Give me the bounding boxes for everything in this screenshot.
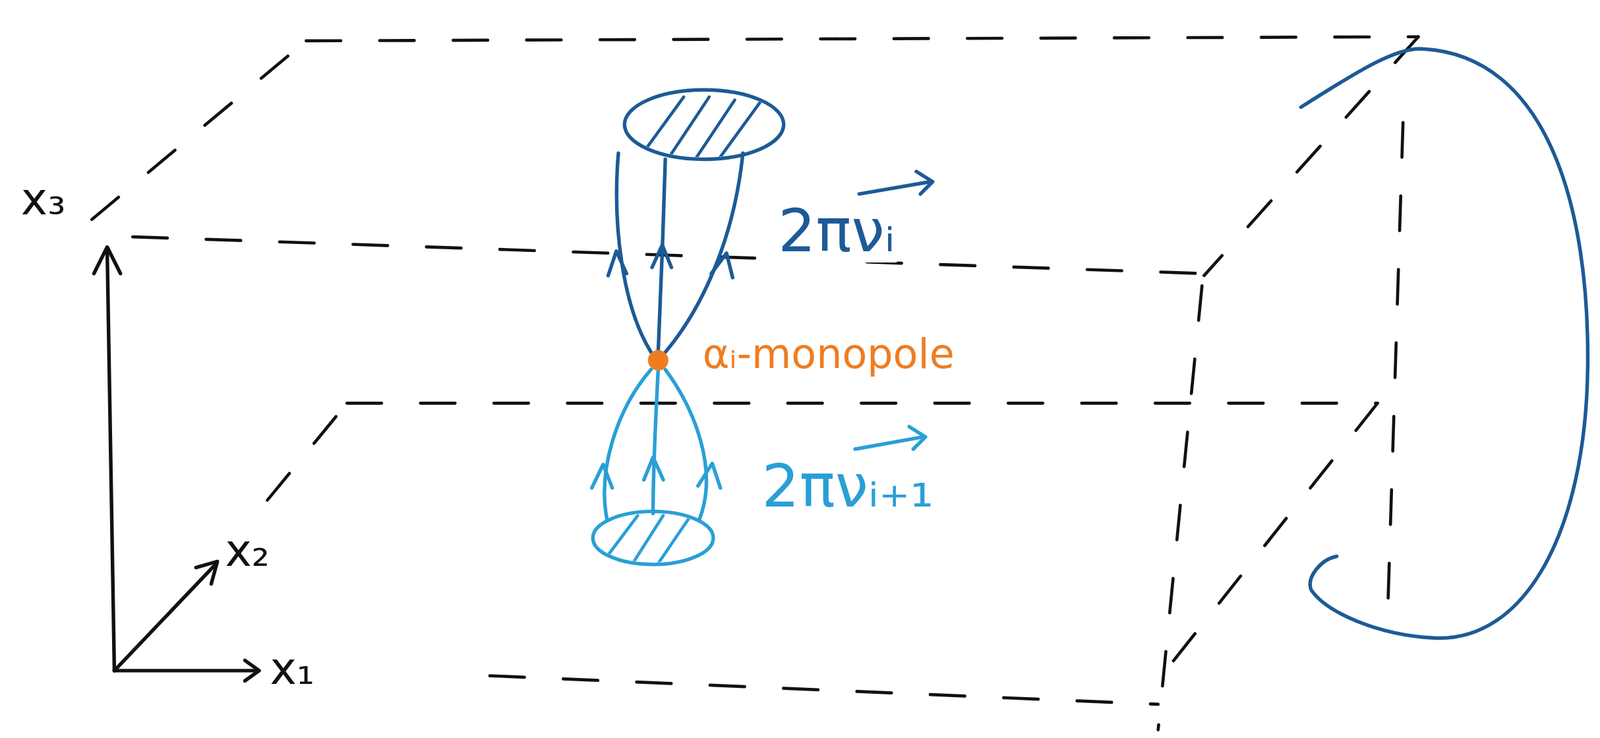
axis-label: x₂ [222,526,273,575]
upper-flux [608,89,933,353]
monopole-dot [648,350,668,370]
monopole-label: αᵢ-monopole [700,332,958,376]
axis-label: x₁ [267,644,318,693]
label-anchor: x₁ [267,644,318,693]
dashed-box [91,36,1419,730]
flux-label: 2πνᵢ [775,199,898,262]
label-anchor: x₂ [222,526,273,575]
axes [93,247,260,682]
label-anchor: 2πνᵢ [775,199,898,262]
flux-label: 2πνᵢ₊₁ [759,454,937,517]
axis-label: x₃ [18,175,69,223]
identification-curve [1300,48,1588,639]
label-anchor: αᵢ-monopole [700,332,958,376]
label-anchor: 2πνᵢ₊₁ [759,454,937,517]
label-anchor: x₃ [18,175,69,223]
